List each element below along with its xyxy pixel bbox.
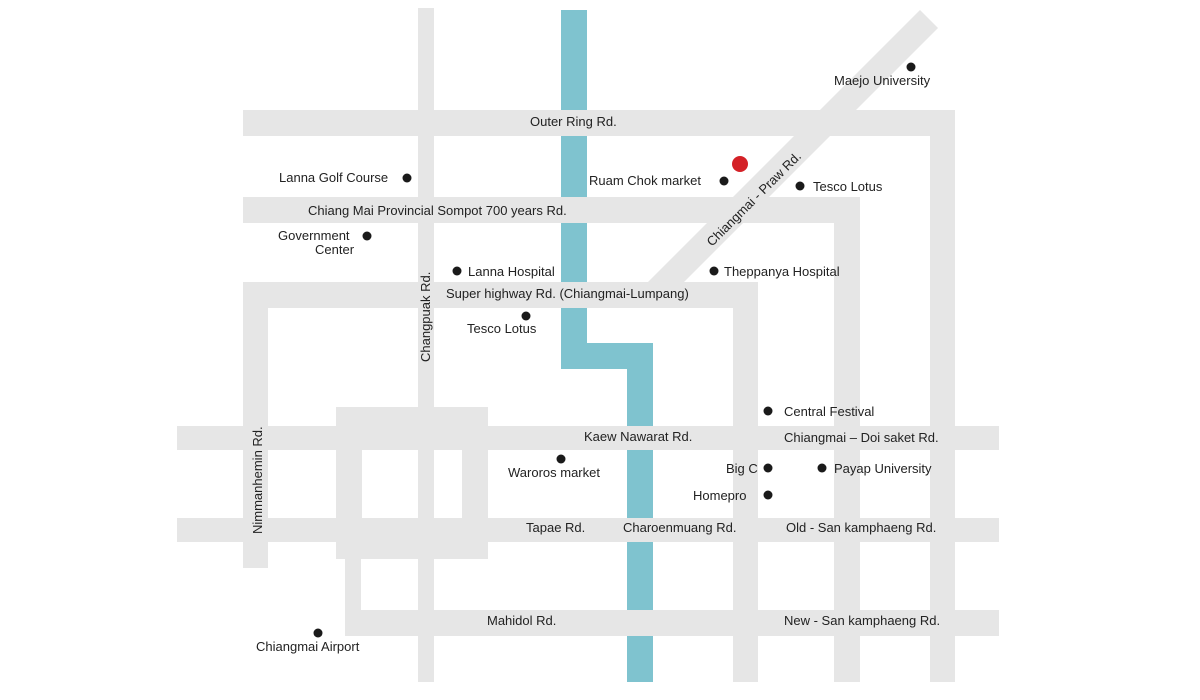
ruam-chok-market-label: Ruam Chok market [589,173,701,188]
government-center-label-line2: Center [315,242,355,257]
ruam-chok-market-marker [719,176,729,186]
river-north-segment [561,10,587,110]
tesco-lotus-south-label: Tesco Lotus [467,321,537,336]
theppanya-hospital-label: Theppanya Hospital [724,264,840,279]
chiangmai-airport-marker [313,628,323,638]
tesco-lotus-north-label: Tesco Lotus [813,179,883,194]
sompot-road-label: Chiang Mai Provincial Sompot 700 years R… [308,203,567,218]
river-bend-segment [561,308,653,426]
maejo-university-marker [906,62,916,72]
points-of-interest: Maejo University Lanna Golf Course Ruam … [256,62,932,654]
kaew-nawarat-road-label: Kaew Nawarat Rd. [584,429,692,444]
tesco-lotus-south-marker [521,311,531,321]
old-city-moat-east [462,407,488,559]
doi-saket-road-label: Chiangmai – Doi saket Rd. [784,430,939,445]
charoenmuang-road-label: Charoenmuang Rd. [623,520,736,535]
mahidol-road [345,610,999,636]
changpuak-road [418,8,434,682]
changpuak-road-label: Changpuak Rd. [418,272,433,362]
old-city-moat-west [336,407,362,559]
river-segment-6 [627,542,653,610]
road-network [177,8,999,682]
theppanya-hospital-marker [709,266,719,276]
waroros-market-label: Waroros market [508,465,600,480]
waroros-market-marker [556,454,566,464]
lanna-hospital-label: Lanna Hospital [468,264,555,279]
river-segment-3 [561,223,587,282]
chiangmai-praw-road [646,10,938,302]
old-san-kamphaeng-road-label: Old - San kamphaeng Rd. [786,520,936,535]
kaew-nawarat-road [177,426,999,450]
homepro-label: Homepro [693,488,746,503]
lanna-golf-course-label: Lanna Golf Course [279,170,388,185]
lanna-golf-course-marker [402,173,412,183]
river-south-segment [627,636,653,682]
highlight-location-marker [732,156,748,172]
mahidol-west-connector [345,542,361,636]
big-c-marker [763,463,773,473]
chiangmai-airport-label: Chiangmai Airport [256,639,360,654]
outer-ring-road-east-segment [930,110,955,682]
nimmanhemin-road-label: Nimmanhemin Rd. [250,426,265,534]
tapae-road-label: Tapae Rd. [526,520,585,535]
ping-river [561,10,653,682]
homepro-marker [763,490,773,500]
payap-university-label: Payap University [834,461,932,476]
tapae-road [177,518,999,542]
government-center-marker [362,231,372,241]
river-segment-2 [561,136,587,197]
central-festival-label: Central Festival [784,404,874,419]
lanna-hospital-marker [452,266,462,276]
payap-university-marker [817,463,827,473]
super-highway-road-label: Super highway Rd. (Chiangmai-Lumpang) [446,286,689,301]
tesco-lotus-north-marker [795,181,805,191]
river-segment-5 [627,450,653,518]
central-festival-marker [763,406,773,416]
government-center-label-line1: Government [278,228,350,243]
maejo-university-label: Maejo University [834,73,931,88]
outer-ring-road-label: Outer Ring Rd. [530,114,617,129]
big-c-label: Big C [726,461,758,476]
new-san-kamphaeng-road-label: New - San kamphaeng Rd. [784,613,940,628]
mahidol-road-label: Mahidol Rd. [487,613,556,628]
